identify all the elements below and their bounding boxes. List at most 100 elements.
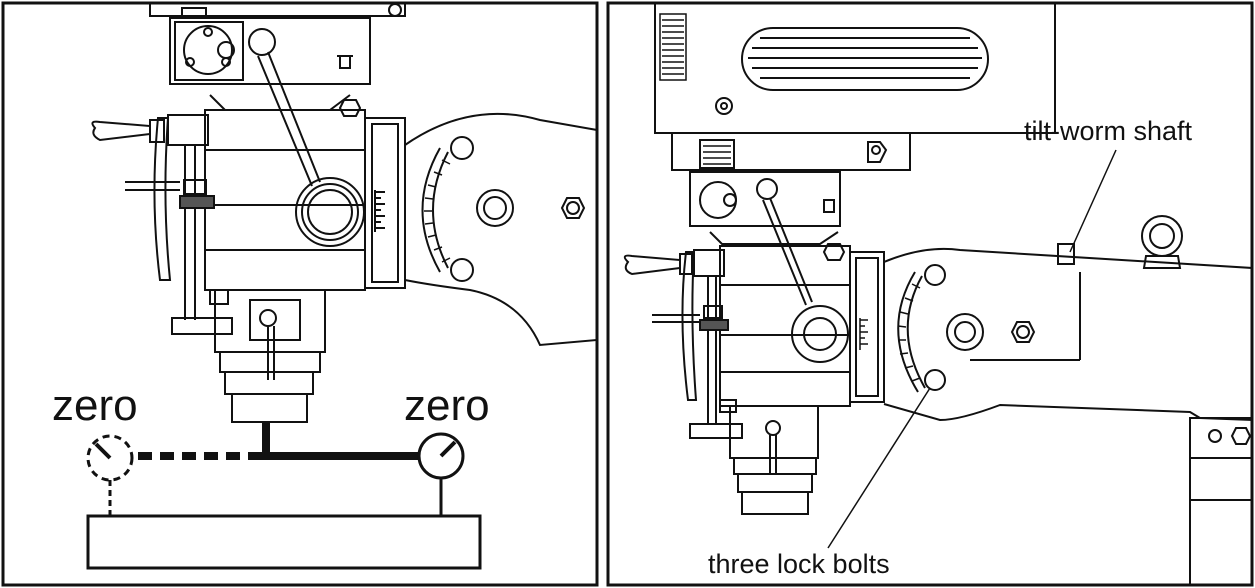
dial-knob bbox=[217, 41, 235, 59]
feed-handle-r bbox=[623, 254, 681, 276]
quill-lock-knob bbox=[259, 309, 277, 327]
left-panel-frame bbox=[1, 1, 599, 587]
tilt-worm-shaft bbox=[1057, 243, 1075, 265]
vertical-scale-r bbox=[859, 318, 868, 350]
tilt-hex-nut-center bbox=[566, 201, 580, 215]
quill-lower-housing-r bbox=[729, 405, 819, 459]
left-panel bbox=[1, 1, 599, 587]
tilt-dial-arc bbox=[421, 147, 441, 273]
tram-indicator-assembly bbox=[86, 422, 482, 570]
ram-adapter bbox=[364, 117, 406, 289]
tilt-dial-arc-r bbox=[897, 271, 919, 393]
tilt-hex-nut bbox=[560, 197, 586, 219]
dial-indicator-left-needle bbox=[94, 442, 112, 460]
ram-body bbox=[883, 247, 1253, 422]
quill-hub-outer bbox=[295, 177, 365, 247]
lock-bolt-top-r bbox=[924, 264, 946, 286]
column-edge bbox=[1189, 458, 1252, 585]
quill-housing-r bbox=[719, 245, 851, 407]
lock-bolts-leader bbox=[827, 387, 931, 549]
label-tilt-worm-shaft: tilt-worm shaft bbox=[1024, 116, 1193, 146]
dial-screw-left bbox=[185, 57, 195, 67]
spindle-r bbox=[741, 491, 809, 515]
motor-port-center bbox=[720, 102, 728, 110]
head-neck-r bbox=[709, 231, 839, 245]
tilt-dial-ticks-r bbox=[897, 283, 921, 382]
tilt-pivot-inner bbox=[483, 196, 507, 220]
speed-dial-r-knob bbox=[723, 193, 737, 207]
head-top-slot bbox=[181, 7, 207, 17]
label-three-lock-bolts: three lock bolts bbox=[708, 549, 890, 579]
ram-adapter-r bbox=[849, 251, 885, 403]
tilt-pivot-r-outer bbox=[946, 313, 984, 351]
indicator-arm-vertical bbox=[262, 422, 270, 460]
tilt-hex-nut-r-center bbox=[1016, 325, 1030, 339]
quill-housing bbox=[204, 109, 366, 291]
ram-body-lines bbox=[970, 272, 1081, 361]
tilt-pivot-outer bbox=[476, 189, 514, 227]
bracket-bolt-1 bbox=[1208, 429, 1222, 443]
lock-bolt-bottom-r bbox=[924, 369, 946, 391]
quill-hub-r-outer bbox=[791, 305, 849, 363]
lever-ball bbox=[248, 28, 276, 56]
label-zero-left: zero bbox=[52, 381, 138, 430]
tilt-dial-arc-inner bbox=[432, 151, 449, 269]
head-top-knob bbox=[388, 3, 402, 17]
lever-ball-r bbox=[756, 178, 778, 200]
vent-grille-left bbox=[659, 13, 687, 81]
feed-bracket bbox=[167, 114, 209, 146]
lifting-eye-hole bbox=[1149, 223, 1175, 249]
quill-hub-r-inner bbox=[803, 317, 837, 351]
tilt-dial-arc-r-inner bbox=[906, 275, 926, 389]
dial-indicator-right-needle bbox=[439, 440, 457, 458]
small-plug bbox=[337, 55, 353, 69]
dial-screw-top bbox=[203, 27, 213, 37]
motor-housing bbox=[654, 2, 1056, 134]
label-zero-right: zero bbox=[404, 381, 490, 430]
quill-hub-ring bbox=[301, 183, 359, 241]
speed-dial-r bbox=[699, 181, 737, 219]
table-surface bbox=[86, 514, 482, 570]
speed-dial-plate bbox=[174, 21, 244, 81]
tilt-housing bbox=[404, 112, 598, 347]
lock-bolt-top bbox=[450, 136, 474, 160]
belt-housing bbox=[671, 133, 911, 171]
tilt-dial-ticks bbox=[424, 159, 451, 263]
feed-wheel bbox=[153, 117, 172, 281]
spindle bbox=[231, 393, 308, 423]
bracket-bolt-2 bbox=[1230, 427, 1252, 445]
motor-port bbox=[715, 97, 733, 115]
speed-dial bbox=[183, 25, 233, 75]
indicator-arm-solid bbox=[262, 452, 422, 460]
quill-nose-r bbox=[737, 473, 813, 493]
lifting-eye-base bbox=[1142, 255, 1182, 269]
tilt-pivot-r-inner bbox=[954, 321, 976, 343]
feed-handle bbox=[91, 120, 151, 142]
feed-wheel-r bbox=[681, 251, 698, 401]
lock-bolt-bottom bbox=[450, 258, 474, 282]
ram-adapter-inner bbox=[371, 123, 399, 283]
depth-stop-r bbox=[689, 276, 743, 439]
belt-housing-grille bbox=[699, 139, 735, 169]
top-hex-bolt-r bbox=[822, 243, 846, 261]
quill-lever-rod bbox=[257, 51, 321, 187]
ram-adapter-r-inner bbox=[855, 257, 879, 397]
quill-lock-knob-r bbox=[765, 420, 781, 436]
speed-housing-r bbox=[689, 171, 841, 227]
depth-stop bbox=[171, 145, 233, 335]
lifting-eye-ring bbox=[1141, 215, 1183, 257]
table-bracket-right bbox=[1189, 417, 1253, 459]
feed-stub bbox=[125, 181, 180, 191]
motor-vent-panel bbox=[741, 27, 989, 91]
vertical-scale bbox=[374, 190, 385, 232]
right-panel bbox=[606, 1, 1254, 587]
small-plug-r bbox=[823, 199, 835, 213]
feed-stub-r bbox=[652, 314, 700, 323]
belt-knob bbox=[867, 141, 888, 163]
tilt-worm-leader bbox=[1069, 149, 1117, 253]
top-hex-bolt bbox=[338, 99, 362, 117]
quill-lever-rod-r bbox=[762, 197, 813, 306]
head-top bbox=[149, 3, 406, 17]
belt-knob-dot bbox=[871, 145, 881, 155]
